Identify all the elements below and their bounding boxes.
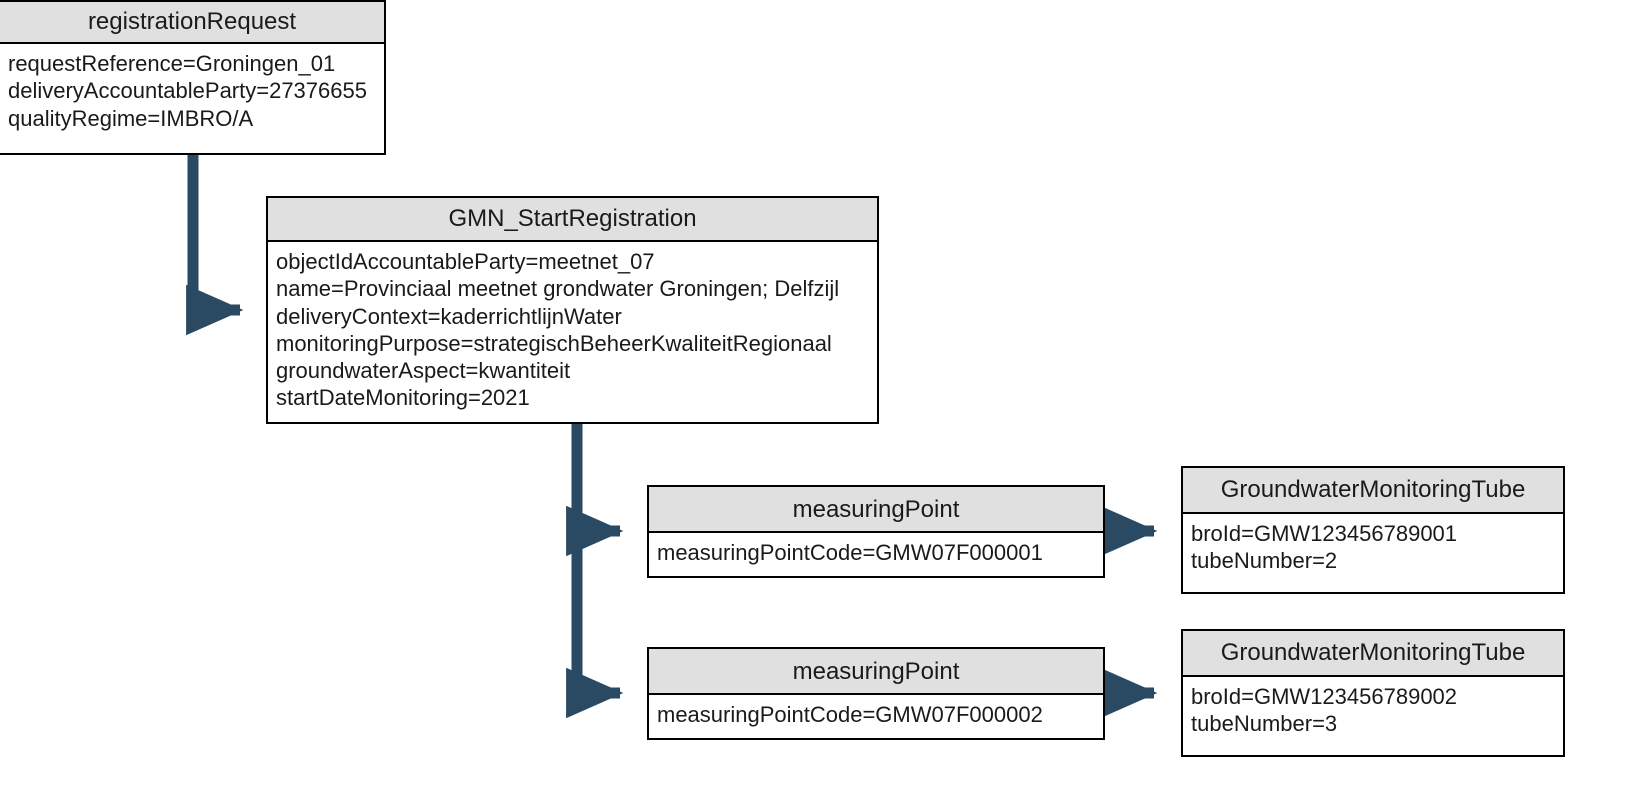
attribute-row: groundwaterAspect=kwantiteit — [276, 358, 571, 384]
attribute-row: measuringPointCode=GMW07F000001 — [657, 540, 1043, 565]
attribute-row: requestReference=Groningen_01 — [8, 51, 336, 76]
uml-box-title: GroundwaterMonitoringTube — [1183, 631, 1563, 677]
uml-box-attributes: measuringPointCode=GMW07F000001 — [649, 533, 1103, 570]
connector-request-to-gmn — [186, 155, 244, 336]
uml-box-title: GMN_StartRegistration — [268, 198, 877, 242]
uml-box-attributes: broId=GMW123456789002 tubeNumber=3 — [1183, 677, 1563, 742]
uml-box-measuring-point-2[interactable]: measuringPoint measuringPointCode=GMW07F… — [647, 647, 1105, 740]
attribute-row: broId=GMW123456789001 — [1191, 521, 1458, 546]
attribute-row: broId=GMW123456789002 — [1191, 684, 1458, 709]
uml-box-groundwater-monitoring-tube-1[interactable]: GroundwaterMonitoringTube broId=GMW12345… — [1181, 466, 1565, 594]
uml-box-attributes: requestReference=Groningen_01 deliveryAc… — [0, 44, 384, 136]
attribute-row: name=Provinciaal meetnet grondwater Gron… — [276, 276, 840, 302]
attribute-row: deliveryContext=kaderrichtlijnWater — [276, 303, 622, 329]
connector-gmn-to-mp2 — [566, 667, 624, 719]
attribute-row: deliveryAccountableParty=27376655 — [8, 78, 367, 104]
uml-box-groundwater-monitoring-tube-2[interactable]: GroundwaterMonitoringTube broId=GMW12345… — [1181, 629, 1565, 757]
uml-box-registration-request[interactable]: registrationRequest requestReference=Gro… — [0, 0, 386, 155]
uml-box-gmn-start-registration[interactable]: GMN_StartRegistration objectIdAccountabl… — [266, 196, 879, 424]
attribute-row: tubeNumber=2 — [1191, 548, 1338, 574]
uml-box-attributes: broId=GMW123456789001 tubeNumber=2 — [1183, 514, 1563, 579]
uml-box-title: registrationRequest — [0, 2, 384, 44]
attribute-row: monitoringPurpose=strategischBeheerKwali… — [276, 330, 832, 356]
uml-box-title: measuringPoint — [649, 487, 1103, 533]
attribute-row: measuringPointCode=GMW07F000002 — [657, 702, 1043, 727]
uml-box-measuring-point-1[interactable]: measuringPoint measuringPointCode=GMW07F… — [647, 485, 1105, 578]
uml-box-attributes: measuringPointCode=GMW07F000002 — [649, 695, 1103, 732]
uml-box-title: GroundwaterMonitoringTube — [1183, 468, 1563, 514]
attribute-row: qualityRegime=IMBRO/A — [8, 105, 254, 131]
attribute-row: startDateMonitoring=2021 — [276, 385, 530, 411]
attribute-row: tubeNumber=3 — [1191, 711, 1338, 737]
uml-box-attributes: objectIdAccountableParty=meetnet_07 name… — [268, 242, 877, 416]
connector-gmn-to-mp1 — [566, 505, 624, 557]
uml-box-title: measuringPoint — [649, 649, 1103, 695]
attribute-row: objectIdAccountableParty=meetnet_07 — [276, 249, 655, 274]
